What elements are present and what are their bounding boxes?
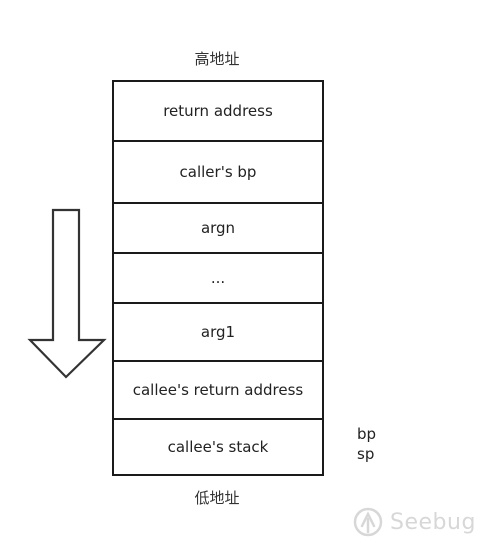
bp-label: bp: [357, 425, 377, 443]
stack-cell-label: callee's return address: [132, 381, 304, 399]
stack-cell-callers-bp: caller's bp: [114, 142, 322, 204]
stack-cell-label: ...: [210, 269, 226, 287]
stack-cell-argn: argn: [114, 204, 322, 254]
seebug-watermark: Seebug: [352, 506, 476, 538]
stack-frame: return address caller's bp argn ... arg1…: [112, 80, 324, 476]
stack-cell-label: callee's stack: [167, 438, 269, 456]
high-address-label: 高地址: [194, 50, 240, 68]
stack-cell-callee-stack: callee's stack: [114, 420, 322, 476]
stack-cell-callee-return-address: callee's return address: [114, 362, 322, 420]
down-arrow-icon: [27, 208, 107, 379]
stack-cell-arg1: arg1: [114, 304, 322, 362]
stack-cell-label: argn: [200, 219, 236, 237]
stack-cell-label: caller's bp: [179, 163, 257, 181]
sp-label: sp: [357, 445, 375, 463]
stack-cell-return-address: return address: [114, 82, 322, 142]
seebug-logo-icon: [353, 507, 383, 537]
watermark-text: Seebug: [390, 509, 476, 535]
stack-cell-ellipsis: ...: [114, 254, 322, 304]
high-address-label: 低地址: [194, 489, 240, 507]
register-labels: bp sp: [357, 424, 376, 464]
stack-cell-label: arg1: [200, 323, 236, 341]
stack-cell-label: return address: [163, 102, 273, 120]
